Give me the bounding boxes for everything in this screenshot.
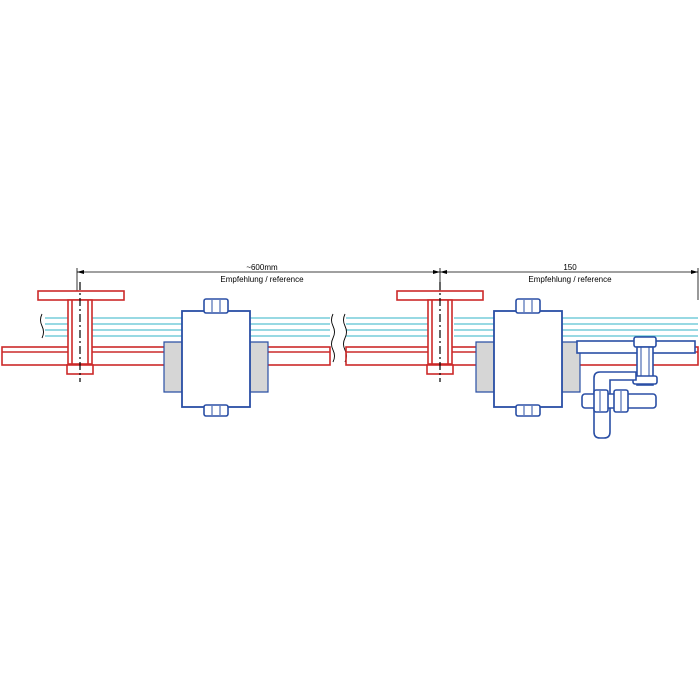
end-clamp-top-nut — [633, 336, 657, 348]
dim-arrows — [77, 270, 698, 274]
clamp-body-right — [475, 298, 581, 417]
clamp-body-left — [163, 298, 269, 417]
bolt-head-bottom — [515, 404, 541, 417]
dim-spacing-value: ~600mm — [246, 263, 278, 272]
bolt-head-top — [203, 298, 229, 314]
end-clamp-l-bracket — [593, 371, 637, 439]
dimension-group — [76, 268, 699, 300]
arrowhead — [433, 270, 440, 274]
arrowhead — [77, 270, 84, 274]
dim-end-note: Empfehlung / reference — [528, 275, 612, 284]
bolt-head-bottom — [203, 404, 229, 417]
end-clamp-assembly — [576, 336, 696, 439]
break-mark — [40, 313, 44, 339]
bracket-shading — [163, 341, 183, 393]
arrowhead — [691, 270, 698, 274]
t-clamp-top-plate — [37, 290, 125, 301]
dim-end-value: 150 — [563, 263, 577, 272]
bracket-shading — [249, 341, 269, 393]
clamp-block — [493, 310, 563, 408]
bracket-shading — [475, 341, 495, 393]
t-clamp-left — [37, 290, 125, 375]
arrowhead — [440, 270, 447, 274]
clamp-block — [181, 310, 251, 408]
end-clamp-hex-nut — [593, 389, 609, 413]
bolt-head-top — [515, 298, 541, 314]
break-mark — [331, 313, 335, 363]
dim-spacing-note: Empfehlung / reference — [220, 275, 304, 284]
